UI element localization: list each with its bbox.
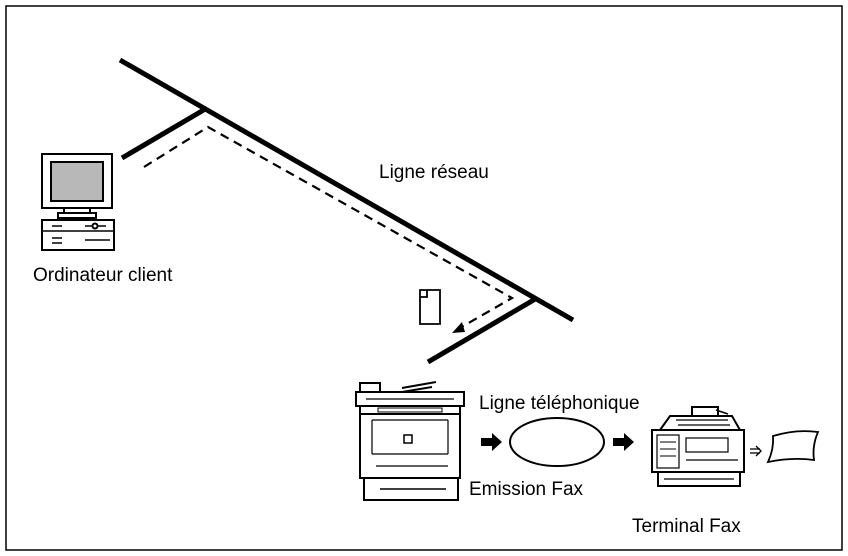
data-flow-path <box>143 125 515 329</box>
fax-machine-icon <box>651 406 745 487</box>
fax-terminal-label: Terminal Fax <box>632 516 741 537</box>
arrow-right-icon <box>481 433 502 451</box>
diagram-frame <box>5 5 843 551</box>
network-line <box>118 57 575 365</box>
document-icon <box>419 289 441 325</box>
multifunction-printer-icon <box>355 381 465 501</box>
phone-line-label: Ligne téléphonique <box>479 393 640 414</box>
phone-line-ellipse <box>509 417 605 467</box>
output-arrow-icon <box>750 445 762 457</box>
client-computer-label: Ordinateur client <box>33 265 173 286</box>
paper-sheet-icon <box>766 430 820 464</box>
arrow-right-icon <box>613 433 634 451</box>
fax-emission-label: Emission Fax <box>469 479 584 500</box>
data-flow-arrowhead <box>452 322 465 333</box>
network-line-label: Ligne réseau <box>379 162 489 183</box>
desktop-computer-icon <box>41 153 115 251</box>
